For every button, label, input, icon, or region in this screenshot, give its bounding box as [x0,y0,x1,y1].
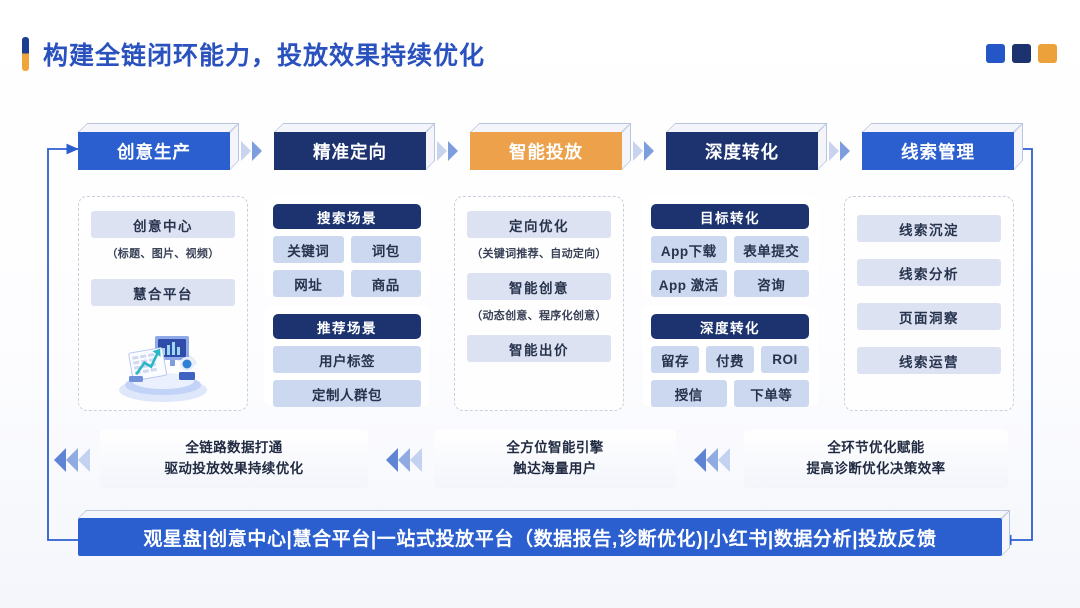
summary-line-1: 全方位智能引擎 [506,440,604,456]
creative-center-bar[interactable]: 创意中心 [91,211,235,238]
page-header: 构建全链闭环能力，投放效果持续优化 [22,36,485,72]
recommend-scenario-row-2: 定制人群包 [273,380,421,407]
content-columns: 创意中心 （标题、图片、视频） 慧合平台 [78,196,1014,416]
header-decoration [986,44,1057,63]
summary-line-2: 触达海量用户 [513,461,597,476]
analytics-dashboard-illustration-icon [119,336,207,402]
chip-credit[interactable]: 授信 [651,380,727,407]
column-lead-management: 线索沉淀 线索分析 页面洞察 线索运营 [844,196,1014,411]
summary-card-1: 全链路数据打通 驱动投放效果持续优化 [100,430,368,488]
chip-custom-audience[interactable]: 定制人群包 [273,380,421,407]
goal-conversion-header: 目标转化 [651,204,809,229]
summary-line-2: 驱动投放效果持续优化 [164,461,304,476]
goal-conversion-row-1: App下载 表单提交 [651,236,809,263]
step-label: 线索管理 [901,141,975,162]
goal-conversion-row-2: App 激活 咨询 [651,270,809,297]
chip-product[interactable]: 商品 [350,270,421,297]
chip-wordpack[interactable]: 词包 [350,236,421,263]
chip-form-submit[interactable]: 表单提交 [733,236,809,263]
targeting-optimization-note: （关键词推荐、自动定向） [471,248,607,260]
step-lead-management[interactable]: 线索管理 [862,132,1014,170]
step-precise-targeting[interactable]: 精准定向 [274,132,426,170]
huihe-platform-bar[interactable]: 慧合平台 [91,279,235,306]
summary-card-3: 全环节优化赋能 提高诊断优化决策效率 [744,430,1008,488]
step-arrow-1-icon [241,141,262,161]
chip-retention[interactable]: 留存 [651,346,699,373]
deep-conversion-header: 深度转化 [651,314,809,339]
step-arrow-4-icon [829,141,850,161]
step-creative-production[interactable]: 创意生产 [78,132,230,170]
search-scenario-row-2: 网址 商品 [273,270,421,297]
summary-line-1: 全环节优化赋能 [827,440,925,456]
step-label: 深度转化 [705,141,779,162]
column-precise-targeting: 搜索场景 关键词 词包 网址 商品 推荐场景 用户标签 定制人群包 [264,196,430,411]
step-label: 智能投放 [509,141,583,162]
chip-user-tag[interactable]: 用户标签 [273,346,421,373]
deep-conversion-row-1: 留存 付费 ROI [651,346,809,373]
deco-square-blue-icon [986,44,1005,63]
step-arrow-2-icon [437,141,458,161]
step-label: 精准定向 [313,141,387,162]
summary-arrow-2-icon [386,448,422,472]
chip-app-download[interactable]: App下载 [651,236,727,263]
step-intelligent-delivery[interactable]: 智能投放 [470,132,622,170]
chip-app-activate[interactable]: App 激活 [651,270,727,297]
chip-consult[interactable]: 咨询 [733,270,809,297]
process-steps: 创意生产 精准定向 智能投放 深度转化 线索管理 [78,126,1014,172]
step-arrow-3-icon [633,141,654,161]
lead-analysis-bar[interactable]: 线索分析 [857,259,1001,286]
chip-website[interactable]: 网址 [273,270,344,297]
targeting-optimization-bar[interactable]: 定向优化 [467,211,611,238]
creative-center-note: （标题、图片、视频） [106,248,220,260]
summary-line-1: 全链路数据打通 [185,440,283,456]
recommend-scenario-header: 推荐场景 [273,314,421,339]
search-scenario-row-1: 关键词 词包 [273,236,421,263]
summary-arrow-3-icon [694,448,730,472]
step-label: 创意生产 [117,141,191,162]
search-scenario-header: 搜索场景 [273,204,421,229]
summary-line-2: 提高诊断优化决策效率 [806,461,946,476]
chip-payment[interactable]: 付费 [706,346,754,373]
column-creative-production: 创意中心 （标题、图片、视频） 慧合平台 [78,196,248,411]
page-title: 构建全链闭环能力，投放效果持续优化 [43,42,486,70]
recommend-scenario-row-1: 用户标签 [273,346,421,373]
chip-order[interactable]: 下单等 [733,380,809,407]
page-insight-bar[interactable]: 页面洞察 [857,303,1001,330]
deco-square-orange-icon [1038,44,1057,63]
summary-card-2: 全方位智能引擎 触达海量用户 [434,430,676,488]
lead-capture-bar[interactable]: 线索沉淀 [857,215,1001,242]
chip-roi[interactable]: ROI [761,346,809,373]
smart-creative-note: （动态创意、程序化创意） [471,310,607,322]
step-deep-conversion[interactable]: 深度转化 [666,132,818,170]
lead-operation-bar[interactable]: 线索运营 [857,347,1001,374]
platform-banner-text: 观星盘|创意中心|慧合平台|一站式投放平台（数据报告,诊断优化)|小红书|数据分… [143,528,937,550]
summary-row: 全链路数据打通 驱动投放效果持续优化 全方位智能引擎 触达海量用户 全环节优化赋… [44,430,1008,488]
deco-square-navy-icon [1012,44,1031,63]
summary-arrow-1-icon [54,448,90,472]
smart-creative-bar[interactable]: 智能创意 [467,273,611,300]
platform-banner[interactable]: 观星盘|创意中心|慧合平台|一站式投放平台（数据报告,诊断优化)|小红书|数据分… [78,518,1002,556]
chip-keyword[interactable]: 关键词 [273,236,344,263]
title-accent-bar [22,37,29,71]
column-intelligent-delivery: 定向优化 （关键词推荐、自动定向） 智能创意 （动态创意、程序化创意） 智能出价 [454,196,624,411]
column-deep-conversion: 目标转化 App下载 表单提交 App 激活 咨询 深度转化 留存 付费 ROI [642,196,818,411]
deep-conversion-row-2: 授信 下单等 [651,380,809,407]
smart-bidding-bar[interactable]: 智能出价 [467,335,611,362]
